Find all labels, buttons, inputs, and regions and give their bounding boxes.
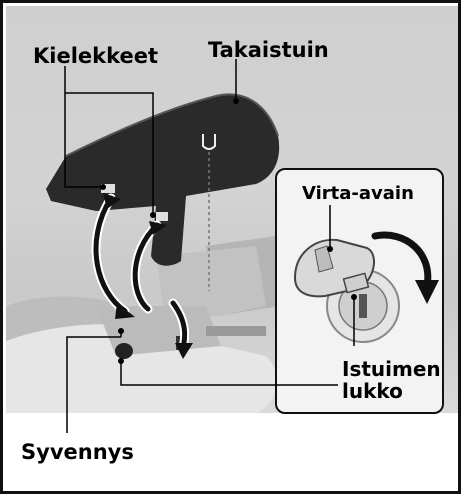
label-backrest: Takaistuin	[208, 39, 329, 62]
leader-dot-lock-body	[118, 358, 124, 364]
leader-tabs-left	[65, 66, 103, 187]
leader-dot-lock	[351, 294, 357, 300]
annotation-overlay	[3, 3, 461, 497]
leader-recess	[67, 331, 121, 433]
fitting-arrow-icon	[96, 193, 193, 359]
label-seat-lock-line1: Istuimen	[342, 358, 441, 380]
label-tabs: Kielekkeet	[33, 45, 158, 68]
label-recess: Syvennys	[21, 441, 134, 464]
label-seat-lock: Istuimen lukko	[342, 358, 441, 402]
leader-dot-backrest	[233, 98, 239, 104]
leader-dot-key	[327, 246, 333, 252]
leader-lock-horizontal	[121, 361, 338, 385]
label-seat-lock-line2: lukko	[342, 380, 441, 402]
label-ignition-key: Virta-avain	[302, 184, 414, 204]
leader-dot-tab-right	[150, 212, 156, 218]
leader-dot-tab-left	[100, 184, 106, 190]
leader-dot-recess	[118, 328, 124, 334]
